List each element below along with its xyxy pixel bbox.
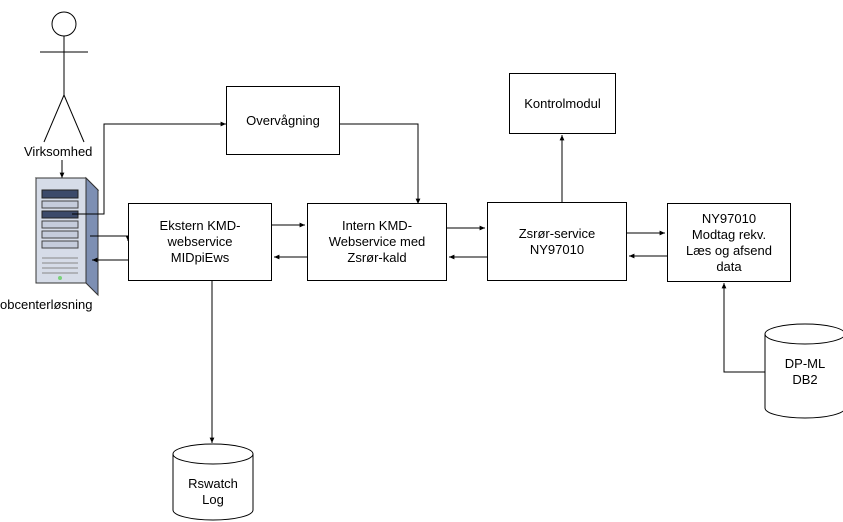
server-label: obcenterløsning (0, 297, 93, 312)
dpml-db2-label: DP-ML DB2 (784, 356, 826, 387)
dpml-db2-database (764, 323, 843, 419)
overvaagning-to-intern-arrow (340, 123, 421, 204)
server-to-overvaagning-arrow (72, 121, 226, 215)
ekstern-kmd-webservice-box: Ekstern KMD- webservice MIDpiEws (128, 203, 272, 281)
server-icon (34, 176, 100, 297)
rswatch-log-database (172, 443, 254, 521)
db2-to-ny97010-arrow (721, 283, 765, 373)
overvaagning-box: Overvågning (226, 86, 340, 155)
actor-label: Virksomhed (24, 144, 93, 159)
kontrolmodul-box: Kontrolmodul (509, 73, 616, 134)
intern-kmd-webservice-box: Intern KMD- Webservice med Zsrør-kald (307, 203, 447, 281)
ny97010-box: NY97010 Modtag rekv. Læs og afsend data (667, 203, 791, 282)
zsror-service-box: Zsrør-service NY97010 (487, 202, 627, 281)
actor-figure (40, 11, 88, 143)
rswatch-log-label: Rswatch Log (188, 476, 238, 507)
